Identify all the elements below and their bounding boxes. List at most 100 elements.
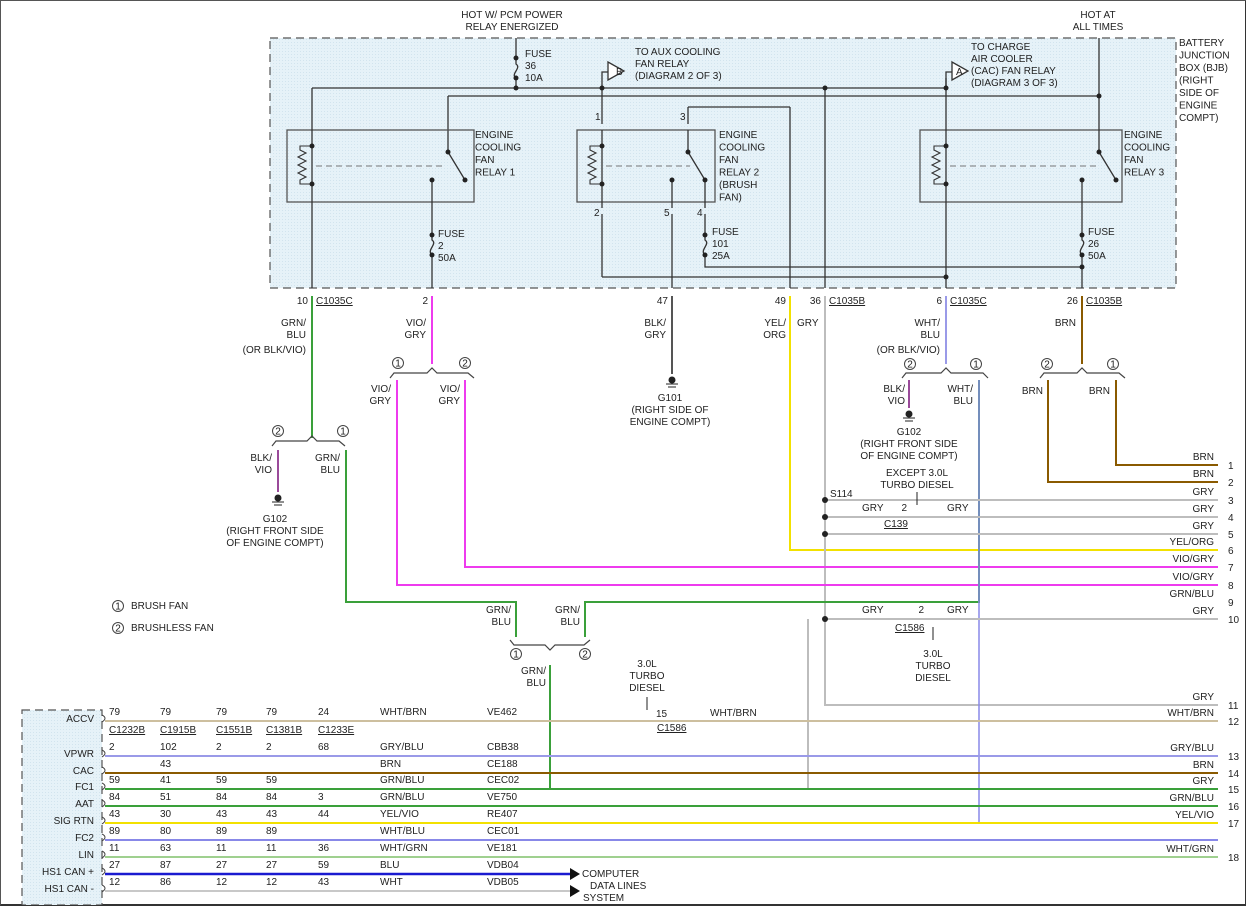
pcm-pin-number: 2	[109, 742, 115, 753]
wire-label: BLK/	[250, 453, 272, 464]
pcm-pin-terminal	[101, 766, 106, 775]
g102-ground-label: G102	[897, 427, 922, 438]
wire-label: BLU	[954, 396, 973, 407]
pcm-pin-number: 84	[266, 792, 278, 803]
pcm-pin-label: FC2	[75, 833, 94, 844]
pcm-pin-number: 3	[318, 792, 324, 803]
wire-number: 16	[1228, 802, 1240, 813]
wire-label: WHT/	[947, 384, 973, 395]
relay-2-label: (BRUSH	[719, 180, 757, 191]
pcm-pin-number: 102	[160, 742, 177, 753]
wire-number: 4	[1228, 513, 1234, 524]
pcm-pin-number: 59	[318, 860, 330, 871]
except-turbo-note: TURBO DIESEL	[880, 480, 954, 491]
relay-2-label: FAN)	[719, 193, 742, 204]
pcm-pin-number: 86	[160, 877, 172, 888]
pcm-pin-label: HS1 CAN -	[45, 884, 94, 895]
aux-cooling-ref-label: (DIAGRAM 2 OF 3)	[635, 71, 722, 82]
g102-ground-label: G102	[263, 514, 288, 525]
wire-label: BLK/	[644, 318, 666, 329]
pcm-pin-terminal	[101, 884, 106, 893]
relay-2-label: ENGINE	[719, 130, 758, 141]
pcm-pin-number: 11	[216, 843, 227, 854]
relay-2-label: RELAY 2	[719, 168, 760, 179]
wire-number: 15	[1228, 785, 1240, 796]
right-wire-label: BRN	[1193, 760, 1214, 771]
bjb-connector-id: C1035B	[1086, 296, 1122, 307]
arrow-icon	[570, 885, 580, 897]
pcm-pin-terminal	[101, 850, 106, 859]
bjb-pin-number: 36	[810, 296, 822, 307]
pcm-pin-number: 43	[318, 877, 330, 888]
bjb-pin-number: 6	[936, 296, 942, 307]
pcm-pin-number: 27	[266, 860, 278, 871]
bjb-label: BATTERY	[1179, 38, 1225, 49]
bjb-label: (RIGHT	[1179, 76, 1213, 87]
wire-number: 2	[1228, 478, 1234, 489]
wire-label: BLU	[321, 465, 340, 476]
relay-1-label: ENGINE	[475, 130, 514, 141]
pcm-pin-label: CAC	[73, 766, 94, 777]
pcm-pin-terminal	[101, 799, 106, 808]
bjb-pin-number: 2	[422, 296, 428, 307]
branch-circle	[459, 357, 471, 369]
relay-2-label: COOLING	[719, 143, 765, 154]
except-turbo-note: EXCEPT 3.0L	[886, 468, 949, 479]
right-wire-label: GRN/BLU	[1170, 793, 1214, 804]
pcm-pin-terminal	[101, 782, 106, 791]
pcm-power-label: RELAY ENERGIZED	[466, 22, 559, 33]
pcm-wire-color: YEL/VIO	[380, 809, 419, 820]
pcm-pin-number: 63	[160, 843, 172, 854]
pcm-pin-number: 11	[109, 843, 120, 854]
pcm-pin-terminal	[101, 714, 106, 723]
pcm-wire-color: BLU	[380, 860, 399, 871]
pcm-pin-number: 43	[266, 809, 278, 820]
pcm-pin-number: 44	[318, 809, 330, 820]
pcm-wire-color: GRY/BLU	[380, 742, 424, 753]
cac-ref-label: (CAC) FAN RELAY	[971, 66, 1056, 77]
pcm-circuit-id: CBB38	[487, 742, 519, 753]
branch-circle	[579, 648, 591, 660]
relay-1-label: FAN	[475, 155, 494, 166]
pcm-circuit-id: RE407	[487, 809, 518, 820]
hot-at-all-times-label: ALL TIMES	[1073, 22, 1124, 33]
right-wire-label: BRN	[1193, 452, 1214, 463]
g102-ground-label: OF ENGINE COMPT)	[226, 538, 323, 549]
pcm-connector-id: C1915B	[160, 725, 196, 736]
bjb-connector-id: C1035B	[829, 296, 865, 307]
g102-ground-label: (RIGHT FRONT SIDE	[860, 439, 958, 450]
pcm-pin-number: 24	[318, 707, 330, 718]
pcm-wire-color: WHT/BLU	[380, 826, 425, 837]
pcm-pin-label: LIN	[78, 850, 94, 861]
pcm-pin-terminal	[101, 816, 106, 825]
relay2-pin: 4	[697, 208, 703, 219]
wire-number: 10	[1228, 615, 1240, 626]
pcm-pin-number: 51	[160, 792, 172, 803]
fuse-2-label: 50A	[438, 253, 456, 264]
branch-circle-number: 1	[395, 359, 401, 370]
right-wire-label: GRY	[1193, 504, 1215, 515]
legend-circle-number: 2	[115, 624, 121, 635]
right-wire-label: YEL/VIO	[1175, 810, 1214, 821]
wire-label: VIO/	[371, 384, 391, 395]
pcm-power-label: HOT W/ PCM POWER	[461, 10, 562, 21]
data-lines-label: COMPUTER	[582, 869, 639, 880]
pcm-pin-number: 80	[160, 826, 172, 837]
wire-number: 1	[1228, 461, 1234, 472]
pcm-circuit-id: VDB05	[487, 877, 519, 888]
pcm-pin-label: ACCV	[66, 714, 94, 725]
branch-circle	[970, 358, 982, 370]
pcm-pin-number: 79	[160, 707, 172, 718]
relay-3-label: COOLING	[1124, 143, 1170, 154]
pcm-pin-terminal	[101, 749, 106, 758]
wire-label: GRY	[947, 503, 969, 514]
bjb-connector-id: C1035C	[316, 296, 353, 307]
turbo-diesel-note: 3.0L	[923, 649, 943, 660]
wire-label: GRY	[862, 503, 884, 514]
pcm-pin-number: 84	[216, 792, 228, 803]
pcm-connector-id: C1232B	[109, 725, 145, 736]
wire-number: 3	[1228, 496, 1234, 507]
pcm-pin-number: 84	[109, 792, 121, 803]
wire-label: BLK/	[883, 384, 905, 395]
